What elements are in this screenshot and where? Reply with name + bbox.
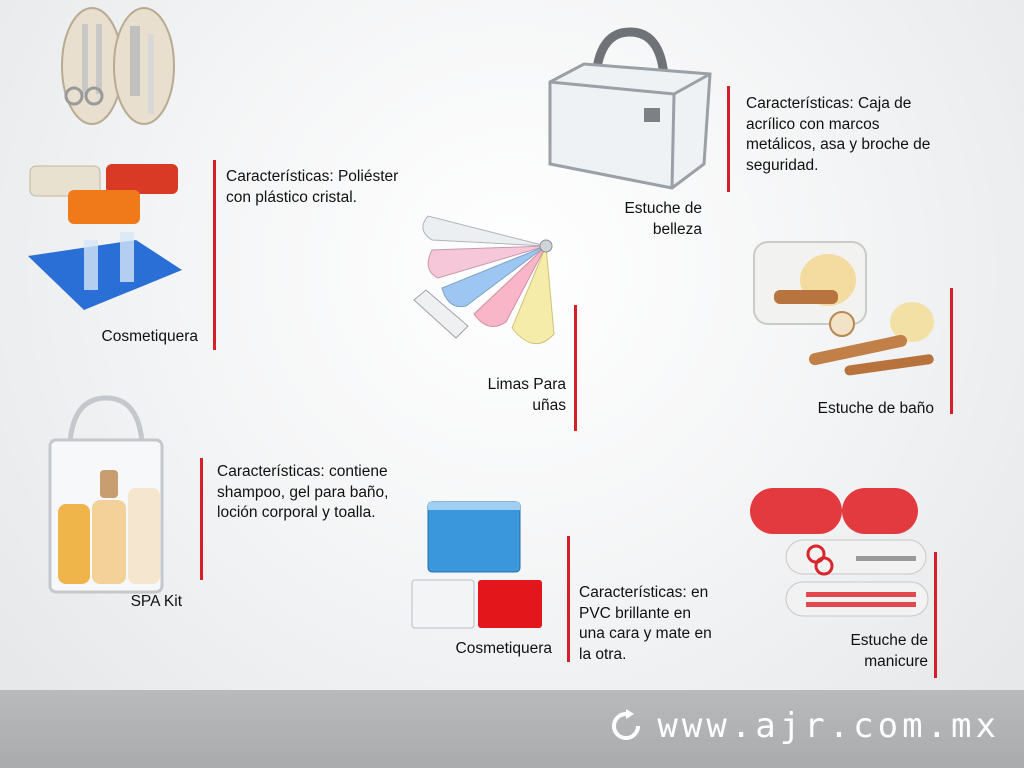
accent-bar (574, 305, 577, 431)
product-name-cosmetiquera-1: Cosmetiquera (101, 328, 199, 345)
product-name-spa-kit: SPA Kit (130, 593, 182, 610)
red-manicure-case-image (750, 488, 929, 617)
footer-bar: www.ajr.com.mx (0, 690, 1024, 768)
product-features-spa-kit: Características: contiene shampoo, gel p… (217, 463, 389, 521)
accent-bar (567, 536, 570, 662)
product-name-cosmetiquera-2: Cosmetiquera (455, 640, 553, 657)
spa-kit-image (48, 395, 164, 594)
product-features-cosmetiquera-2: Características: en PVC brillante en una… (579, 584, 712, 663)
product-name-estuche-belleza: Estuche de belleza (624, 200, 702, 238)
product-features-cosmetiquera-1: Características: Poliéster con plástico … (226, 168, 399, 206)
accent-bar (213, 160, 216, 350)
footer-website[interactable]: www.ajr.com.mx (609, 706, 1000, 746)
website-url[interactable]: www.ajr.com.mx (657, 706, 1000, 746)
manicure-case-image (61, 7, 175, 125)
product-name-estuche-bano: Estuche de baño (817, 400, 934, 417)
accent-bar (200, 458, 203, 580)
cosmetic-bags-image (28, 164, 182, 310)
accent-bar (727, 86, 730, 192)
product-features-estuche-belleza: Características: Caja de acrílico con ma… (746, 95, 931, 174)
accent-bar (950, 288, 953, 414)
acrylic-beauty-case-image (548, 27, 712, 190)
product-name-limas: Limas Para uñas (487, 376, 566, 414)
bath-kit-image (753, 241, 934, 376)
accent-bar (934, 552, 937, 678)
nail-files-image (413, 215, 555, 344)
product-name-estuche-manicure: Estuche de manicure (850, 632, 928, 670)
pvc-cosmetic-bags-image (411, 501, 542, 629)
refresh-arrow-icon (612, 709, 641, 740)
